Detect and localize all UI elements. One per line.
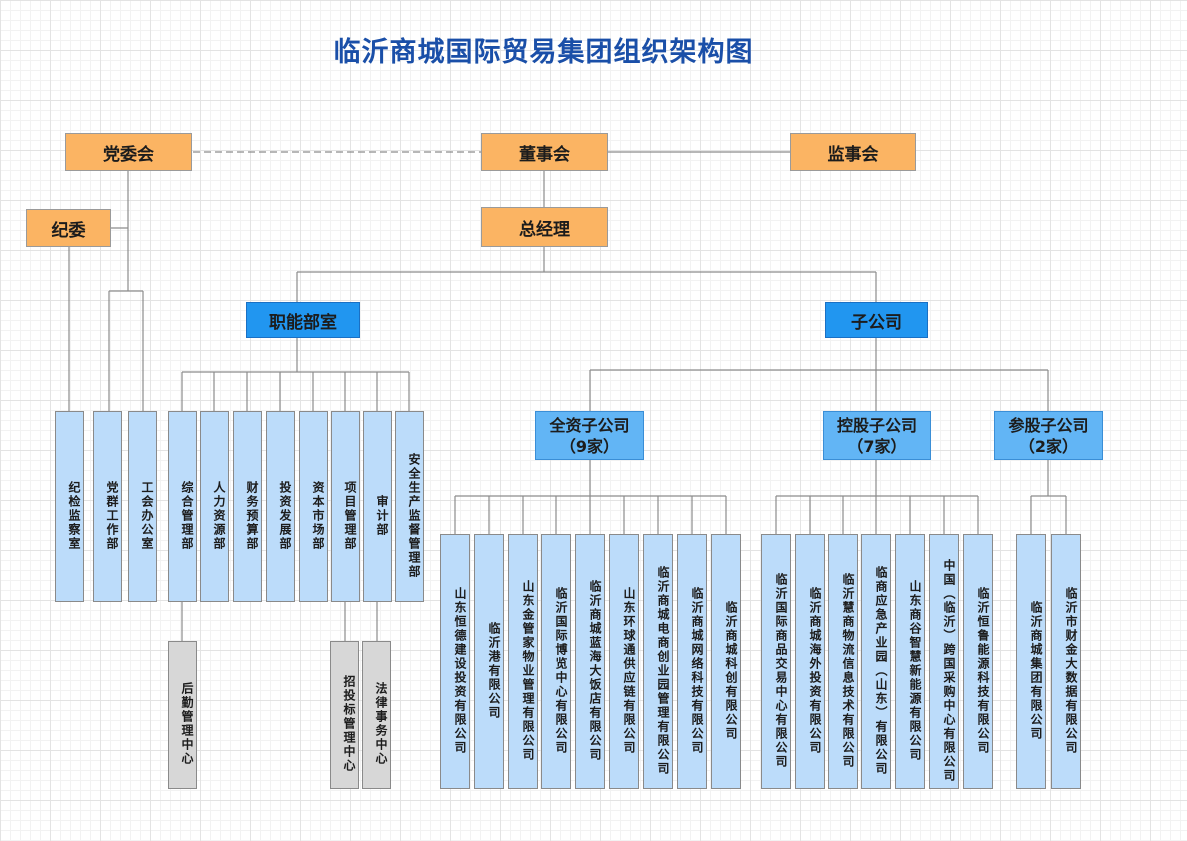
department-box: 财务预算部 <box>233 411 262 602</box>
center-box: 后勤管理中心 <box>168 641 197 789</box>
department-box: 审计部 <box>363 411 392 602</box>
company-box: 临沂商城集团有限公司 <box>1016 534 1046 789</box>
company-box: 山东金管家物业管理有限公司 <box>508 534 538 789</box>
company-box: 临沂商城蓝海大饭店有限公司 <box>575 534 605 789</box>
company-box: 临沂市财金大数据有限公司 <box>1051 534 1081 789</box>
board-of-directors-box: 董事会 <box>481 133 608 171</box>
company-box: 临沂国际博览中心有限公司 <box>541 534 571 789</box>
company-box: 临沂慧商物流信息技术有限公司 <box>828 534 858 789</box>
page-title: 临沂商城国际贸易集团组织架构图 <box>333 37 754 68</box>
company-box: 山东恒德建设投资有限公司 <box>440 534 470 789</box>
company-box: 临沂商城电商创业园管理有限公司 <box>643 534 673 789</box>
department-box: 投资发展部 <box>266 411 295 602</box>
department-box: 资本市场部 <box>299 411 328 602</box>
functional-departments-box: 职能部室 <box>246 302 360 338</box>
party-committee-box: 党委会 <box>65 133 192 171</box>
subsidiaries-box: 子公司 <box>825 302 928 338</box>
center-box: 招投标管理中心 <box>330 641 359 789</box>
company-box: 临沂港有限公司 <box>474 534 504 789</box>
party-unit: 纪检监察室 <box>55 411 84 602</box>
company-box: 临沂商城科创有限公司 <box>711 534 741 789</box>
company-box: 临沂恒鲁能源科技有限公司 <box>963 534 993 789</box>
department-box: 综合管理部 <box>168 411 197 602</box>
center-box: 法律事务中心 <box>362 641 391 789</box>
company-box: 临沂商城网络科技有限公司 <box>677 534 707 789</box>
supervisory-board-box: 监事会 <box>790 133 916 171</box>
department-box: 项目管理部 <box>331 411 360 602</box>
company-box: 中国（临沂）跨国采购中心有限公司 <box>929 534 959 789</box>
participating-subsidiaries-box: 参股子公司 （2家） <box>994 411 1103 460</box>
department-box: 安全生产监督管理部 <box>395 411 424 602</box>
department-box: 人力资源部 <box>200 411 229 602</box>
discipline-committee-box: 纪委 <box>26 209 111 247</box>
party-unit: 工会办公室 <box>128 411 157 602</box>
wholly-owned-subsidiaries-box: 全资子公司 （9家） <box>535 411 644 460</box>
company-box: 临商应急产业园（山东）有限公司 <box>861 534 891 789</box>
company-box: 山东环球通供应链有限公司 <box>609 534 639 789</box>
general-manager-box: 总经理 <box>481 207 608 247</box>
company-box: 山东商谷智慧新能源有限公司 <box>895 534 925 789</box>
company-box: 临沂商城海外投资有限公司 <box>795 534 825 789</box>
party-unit: 党群工作部 <box>93 411 122 602</box>
company-box: 临沂国际商品交易中心有限公司 <box>761 534 791 789</box>
holding-subsidiaries-box: 控股子公司 （7家） <box>823 411 931 460</box>
